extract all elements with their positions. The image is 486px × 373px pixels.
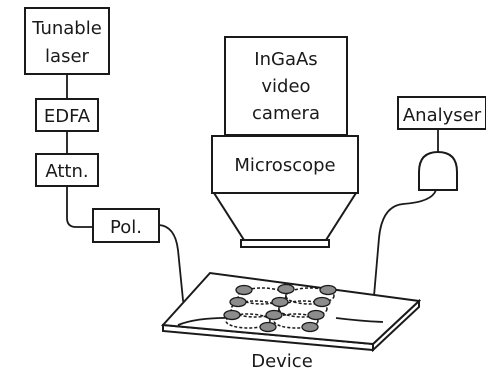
coupling-node xyxy=(223,309,241,321)
camera-label-line1: InGaAs xyxy=(254,49,317,70)
microscope-label: Microscope xyxy=(234,155,335,176)
objective-lens-plate xyxy=(240,239,330,248)
coupling-node xyxy=(319,284,337,296)
ring-resonator xyxy=(225,313,271,329)
ring-resonator xyxy=(273,313,319,329)
output-waveguide xyxy=(335,317,384,323)
coupling-node xyxy=(259,321,277,333)
ring-resonator xyxy=(285,287,335,305)
analyser-label: Analyser xyxy=(403,105,482,126)
coupling-node xyxy=(229,296,247,308)
microscope-box: Microscope xyxy=(211,135,359,194)
ring-resonator xyxy=(230,300,280,318)
tunable-laser-label-line1: Tunable xyxy=(31,18,102,39)
polariser-box: Pol. xyxy=(92,208,160,243)
coupling-node xyxy=(313,296,331,308)
ring-resonator xyxy=(237,287,287,305)
polariser-label: Pol. xyxy=(110,217,142,238)
ring-resonator xyxy=(278,300,328,318)
tunable-laser-label-line2: laser xyxy=(45,46,89,67)
resonator-lattice xyxy=(223,283,337,333)
device-label: Device xyxy=(251,351,313,372)
tunable-laser-box: Tunable laser xyxy=(24,7,110,75)
coupling-node xyxy=(271,296,289,308)
edfa-box: EDFA xyxy=(35,98,99,132)
attenuator-label: Attn. xyxy=(45,161,88,182)
camera-box: InGaAs video camera xyxy=(224,36,348,136)
attenuator-box: Attn. xyxy=(35,153,99,187)
analyser-box: Analyser xyxy=(397,96,486,130)
camera-label-line2: video xyxy=(261,76,310,97)
camera-label-line3: camera xyxy=(252,103,320,124)
attenuator-to-polariser-fiber xyxy=(66,186,93,228)
coupling-node xyxy=(235,284,253,296)
chip-top-face xyxy=(160,271,422,346)
coupling-node xyxy=(277,283,295,295)
coupling-node xyxy=(301,321,319,333)
device-chip xyxy=(160,271,422,353)
coupling-node xyxy=(307,309,325,321)
detector-icon xyxy=(418,150,458,191)
microscope-objective-icon xyxy=(212,192,358,241)
edfa-label: EDFA xyxy=(44,106,91,127)
coupling-node xyxy=(265,309,283,321)
